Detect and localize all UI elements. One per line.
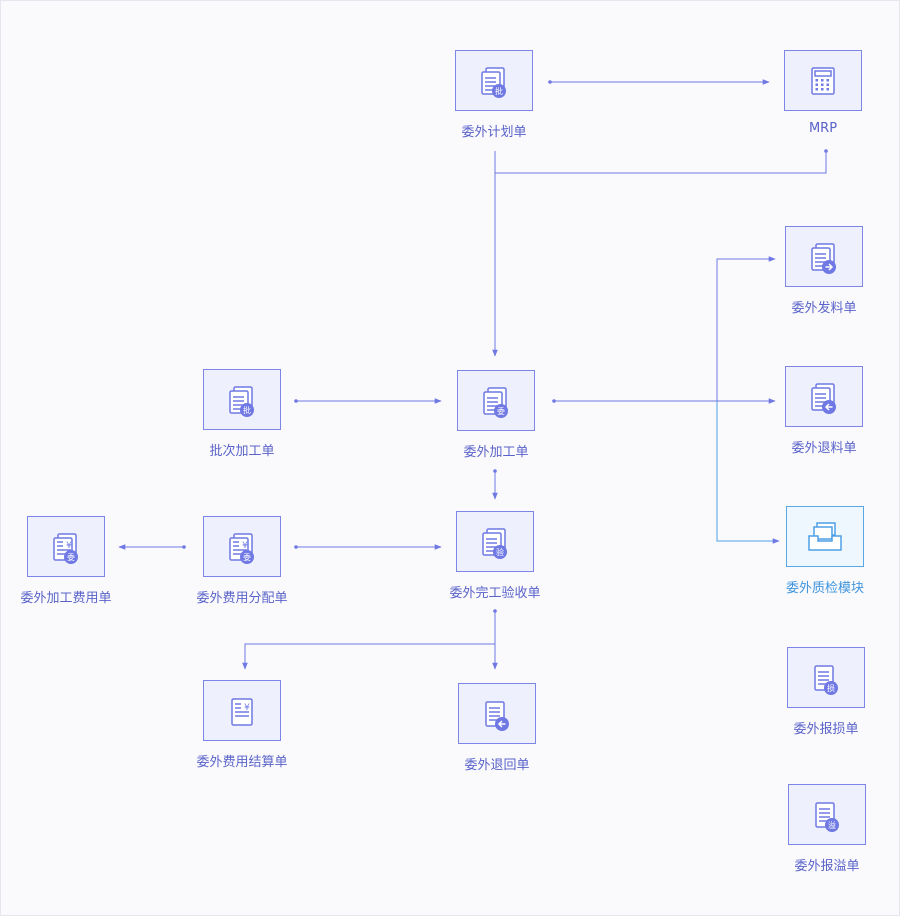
node-order-box[interactable]: 委 (457, 370, 535, 431)
node-qc-module-label: 委外质检模块 (785, 581, 864, 596)
node-settle-box[interactable]: ¥ (203, 680, 281, 741)
svg-text:损: 损 (827, 683, 835, 693)
node-alloc[interactable]: ¥委 委外费用分配单 (172, 516, 312, 606)
connector-dot (548, 80, 552, 84)
connector-dot (182, 545, 186, 549)
node-order-label: 委外加工单 (463, 445, 529, 460)
node-alloc-label: 委外费用分配单 (196, 591, 288, 606)
connector-dot (824, 149, 828, 153)
connector-mrp-merge (495, 151, 827, 174)
connector-dot (493, 469, 497, 473)
inbox-tray-icon (807, 520, 843, 554)
node-return-material[interactable]: 委外退料单 (754, 366, 894, 456)
node-return-goods-label: 委外退回单 (464, 758, 530, 773)
yen-doc-stack-icon: ¥委 (225, 530, 259, 564)
node-plan[interactable]: 批 委外计划单 (424, 50, 564, 140)
svg-text:¥: ¥ (242, 541, 248, 551)
yen-doc-icon: ¥ (225, 694, 259, 728)
node-alloc-box[interactable]: ¥委 (203, 516, 281, 577)
doc-stack-badge-icon: 批 (477, 64, 511, 98)
node-loss-label: 委外报损单 (793, 722, 859, 737)
node-return-material-box[interactable] (785, 366, 863, 427)
node-mrp-label: MRP (808, 121, 838, 136)
node-issue-box[interactable] (785, 226, 863, 287)
node-accept-box[interactable]: 验 (456, 511, 534, 572)
node-plan-box[interactable]: 批 (455, 50, 533, 111)
node-plan-label: 委外计划单 (461, 125, 527, 140)
doc-stack-badge-icon: 批 (225, 383, 259, 417)
svg-text:批: 批 (243, 405, 251, 415)
node-accept-label: 委外完工验收单 (449, 586, 541, 601)
node-order[interactable]: 委 委外加工单 (426, 370, 566, 460)
svg-text:委: 委 (67, 552, 75, 562)
node-return-material-label: 委外退料单 (791, 441, 857, 456)
node-batch-label: 批次加工单 (209, 444, 275, 459)
connector-dot (552, 399, 556, 403)
svg-text:¥: ¥ (66, 541, 72, 551)
doc-stack-arrow-right-icon (807, 240, 841, 274)
node-mrp-box[interactable] (784, 50, 862, 111)
node-loss[interactable]: 损 委外报损单 (756, 647, 896, 737)
node-mrp[interactable]: MRP (753, 50, 893, 136)
connector-dot (493, 609, 497, 613)
node-accept[interactable]: 验 委外完工验收单 (425, 511, 565, 601)
node-batch-box[interactable]: 批 (203, 369, 281, 430)
node-issue[interactable]: 委外发料单 (754, 226, 894, 316)
node-settle-label: 委外费用结算单 (196, 755, 288, 770)
doc-stack-badge-icon: 委 (479, 384, 513, 418)
connector-branch-issue (716, 256, 776, 401)
connector-dot (294, 545, 298, 549)
svg-text:批: 批 (495, 86, 503, 96)
svg-text:验: 验 (496, 547, 504, 557)
node-overflow[interactable]: 溢 委外报溢单 (757, 784, 897, 874)
node-loss-box[interactable]: 损 (787, 647, 865, 708)
svg-text:委: 委 (497, 406, 505, 416)
node-overflow-box[interactable]: 溢 (788, 784, 866, 845)
node-fee-box[interactable]: ¥委 (27, 516, 105, 577)
node-settle[interactable]: ¥ 委外费用结算单 (172, 680, 312, 770)
doc-stack-badge-icon: 验 (478, 525, 512, 559)
svg-text:溢: 溢 (828, 820, 836, 830)
svg-text:¥: ¥ (244, 703, 250, 713)
node-qc-module[interactable]: 委外质检模块 (755, 506, 895, 596)
node-qc-module-box[interactable] (786, 506, 864, 567)
yen-doc-stack-icon: ¥委 (49, 530, 83, 564)
doc-badge-icon: 损 (809, 661, 843, 695)
connector-dot (294, 399, 298, 403)
node-overflow-label: 委外报溢单 (794, 859, 860, 874)
node-return-goods[interactable]: 委外退回单 (427, 683, 567, 773)
connector-branch-qc (716, 401, 780, 544)
node-fee[interactable]: ¥委 委外加工费用单 (0, 516, 136, 606)
doc-stack-arrow-left-icon (807, 380, 841, 414)
doc-badge-icon: 溢 (810, 798, 844, 832)
svg-text:委: 委 (243, 552, 251, 562)
node-fee-label: 委外加工费用单 (20, 591, 112, 606)
connector-accept-settle (242, 643, 495, 670)
calculator-icon (806, 64, 840, 98)
node-return-goods-box[interactable] (458, 683, 536, 744)
doc-arrow-left-icon (480, 697, 514, 731)
node-issue-label: 委外发料单 (791, 301, 857, 316)
node-batch[interactable]: 批 批次加工单 (172, 369, 312, 459)
